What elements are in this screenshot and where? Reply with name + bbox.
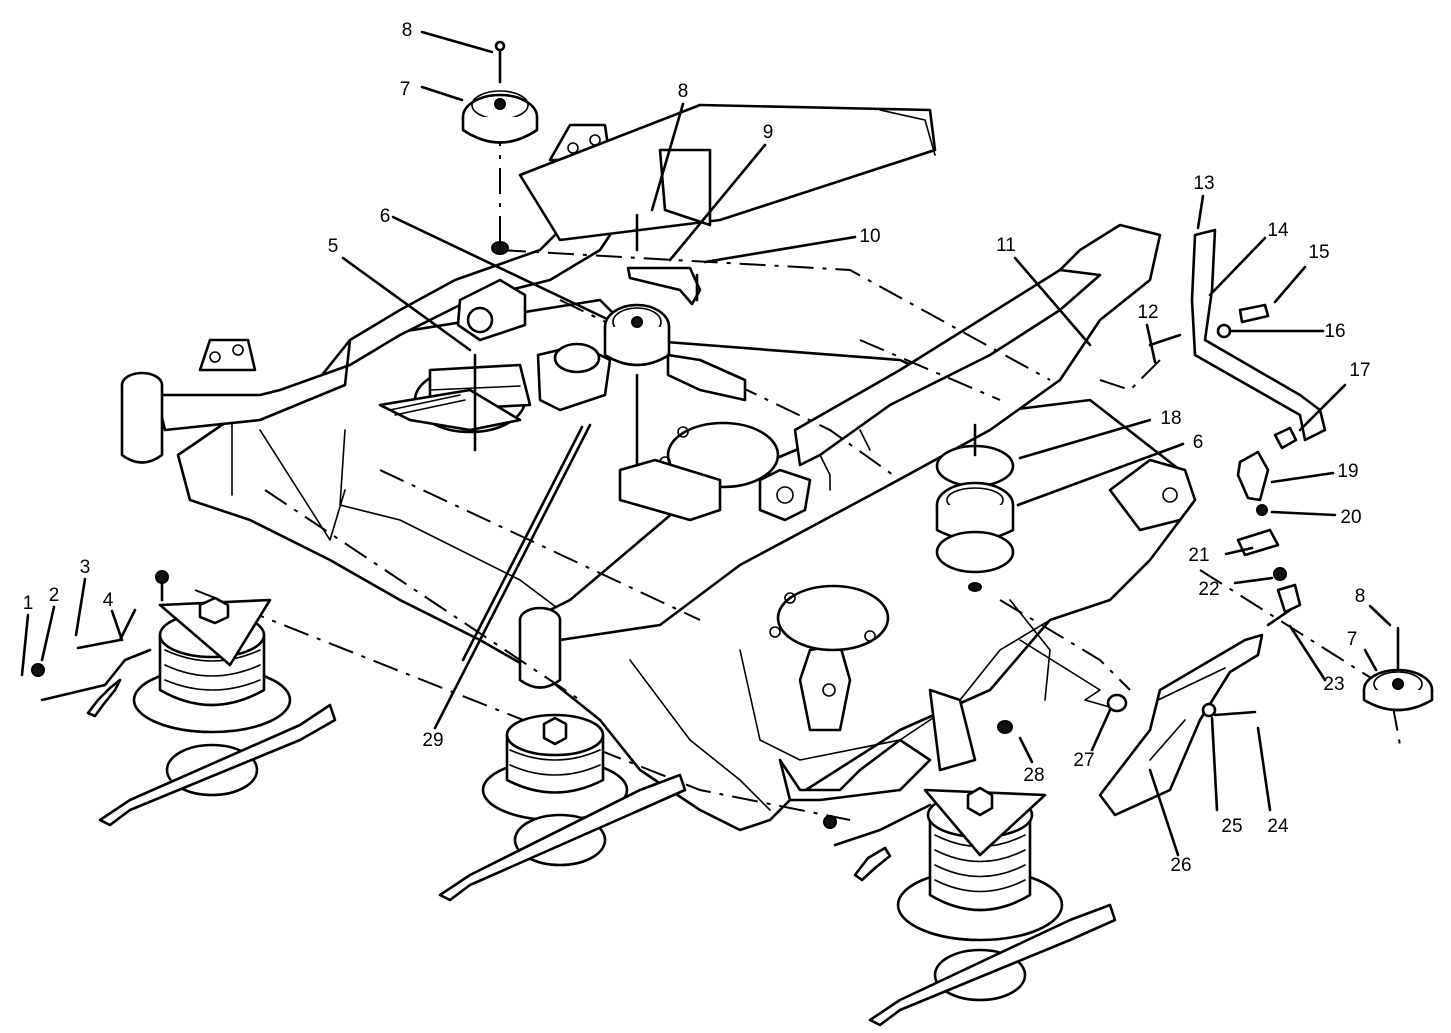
front-frame-tube <box>518 223 1197 732</box>
callout-8: 8 <box>678 81 689 102</box>
callout-8: 8 <box>402 20 413 41</box>
idler-pulley-top-left <box>461 40 539 255</box>
callout-7: 7 <box>1347 629 1358 650</box>
spindle-right <box>823 786 1117 1027</box>
callout-6: 6 <box>1193 432 1204 453</box>
tension-spring-assembly <box>378 278 612 452</box>
callout-8: 8 <box>1355 586 1366 607</box>
spindle-center <box>438 713 687 902</box>
callout-3: 3 <box>80 557 91 578</box>
callout-11: 11 <box>996 235 1016 256</box>
callout-5: 5 <box>328 236 339 257</box>
callout-17: 17 <box>1349 360 1370 381</box>
callout-18: 18 <box>1160 408 1181 429</box>
callout-21: 21 <box>1188 545 1209 566</box>
callout-29: 29 <box>422 730 443 751</box>
callout-4: 4 <box>103 590 114 611</box>
callout-1: 1 <box>23 593 34 614</box>
rear-frame-tube <box>120 103 937 464</box>
callout-28: 28 <box>1023 765 1044 786</box>
callout-26: 26 <box>1170 855 1191 876</box>
callout-25: 25 <box>1221 816 1242 837</box>
callout-10: 10 <box>859 226 880 247</box>
leader-lines <box>20 30 1392 857</box>
callout-16: 16 <box>1324 321 1345 342</box>
callout-24: 24 <box>1267 816 1289 837</box>
callout-20: 20 <box>1340 507 1361 528</box>
idler-pulley-right <box>935 423 1015 592</box>
callout-15: 15 <box>1308 242 1329 263</box>
callout-9: 9 <box>763 122 774 143</box>
callout-7: 7 <box>400 79 411 100</box>
callout-27: 27 <box>1073 750 1094 771</box>
idler-pulley-bottom-right <box>1362 626 1434 712</box>
callout-6: 6 <box>380 206 391 227</box>
callout-12: 12 <box>1137 302 1158 323</box>
idler-bracket <box>618 266 747 522</box>
callout-19: 19 <box>1337 461 1358 482</box>
callout-23: 23 <box>1323 674 1344 695</box>
callout-22: 22 <box>1198 579 1219 600</box>
callout-14: 14 <box>1267 220 1289 241</box>
callout-13: 13 <box>1193 173 1214 194</box>
callout-2: 2 <box>49 585 60 606</box>
spindle-left <box>31 570 337 827</box>
